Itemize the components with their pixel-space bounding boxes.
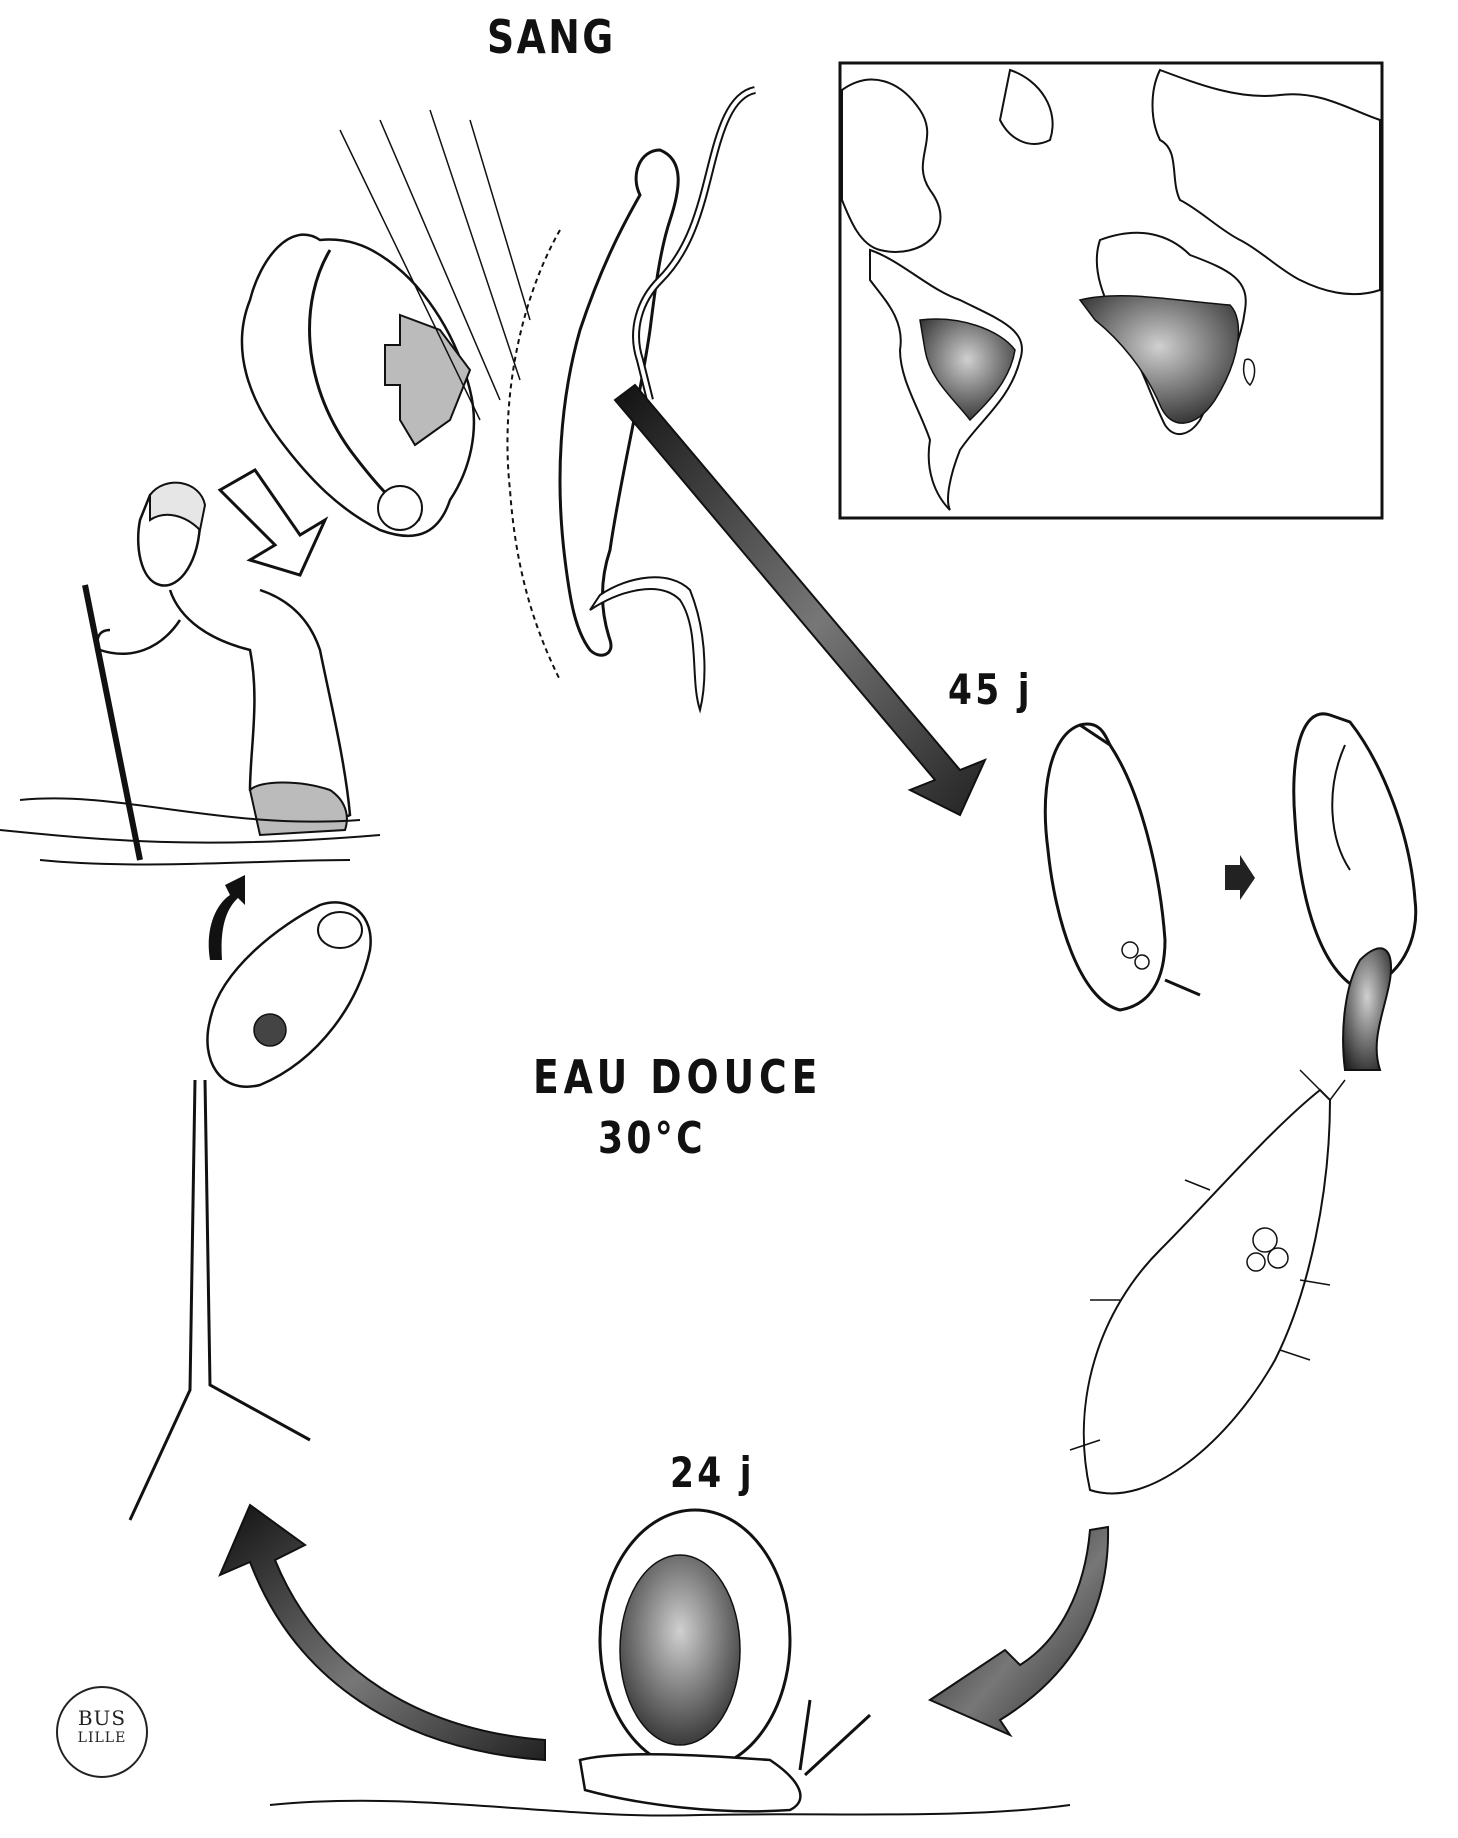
vessel-section-icon <box>242 110 530 536</box>
miracidium-icon <box>1070 1070 1345 1493</box>
world-map-icon <box>840 63 1382 518</box>
hatched-egg-icon <box>1294 714 1416 1070</box>
cercaria-icon <box>130 902 371 1520</box>
hollow-arrow-icon <box>220 470 325 575</box>
small-arrow-icon <box>1225 855 1255 900</box>
egg-icon <box>1045 724 1200 1010</box>
snail-host-icon <box>270 1510 1070 1816</box>
stamp-line-2: LILLE <box>58 1730 146 1746</box>
blood-label: SANG <box>487 10 616 64</box>
snail-duration-label: 24 j <box>670 1448 755 1497</box>
egg-duration-label: 45 j <box>948 665 1033 714</box>
human-host-icon <box>0 483 380 865</box>
stamp-line-1: BUS <box>58 1706 146 1730</box>
curved-arrow-to-snail-icon <box>930 1527 1108 1735</box>
small-curved-arrow-icon <box>209 875 245 960</box>
curved-arrow-from-snail-icon <box>220 1505 545 1760</box>
temperature-label: 30°C <box>598 1113 706 1164</box>
medium-label: EAU DOUCE <box>533 1050 822 1104</box>
library-stamp: BUS LILLE <box>56 1686 148 1778</box>
